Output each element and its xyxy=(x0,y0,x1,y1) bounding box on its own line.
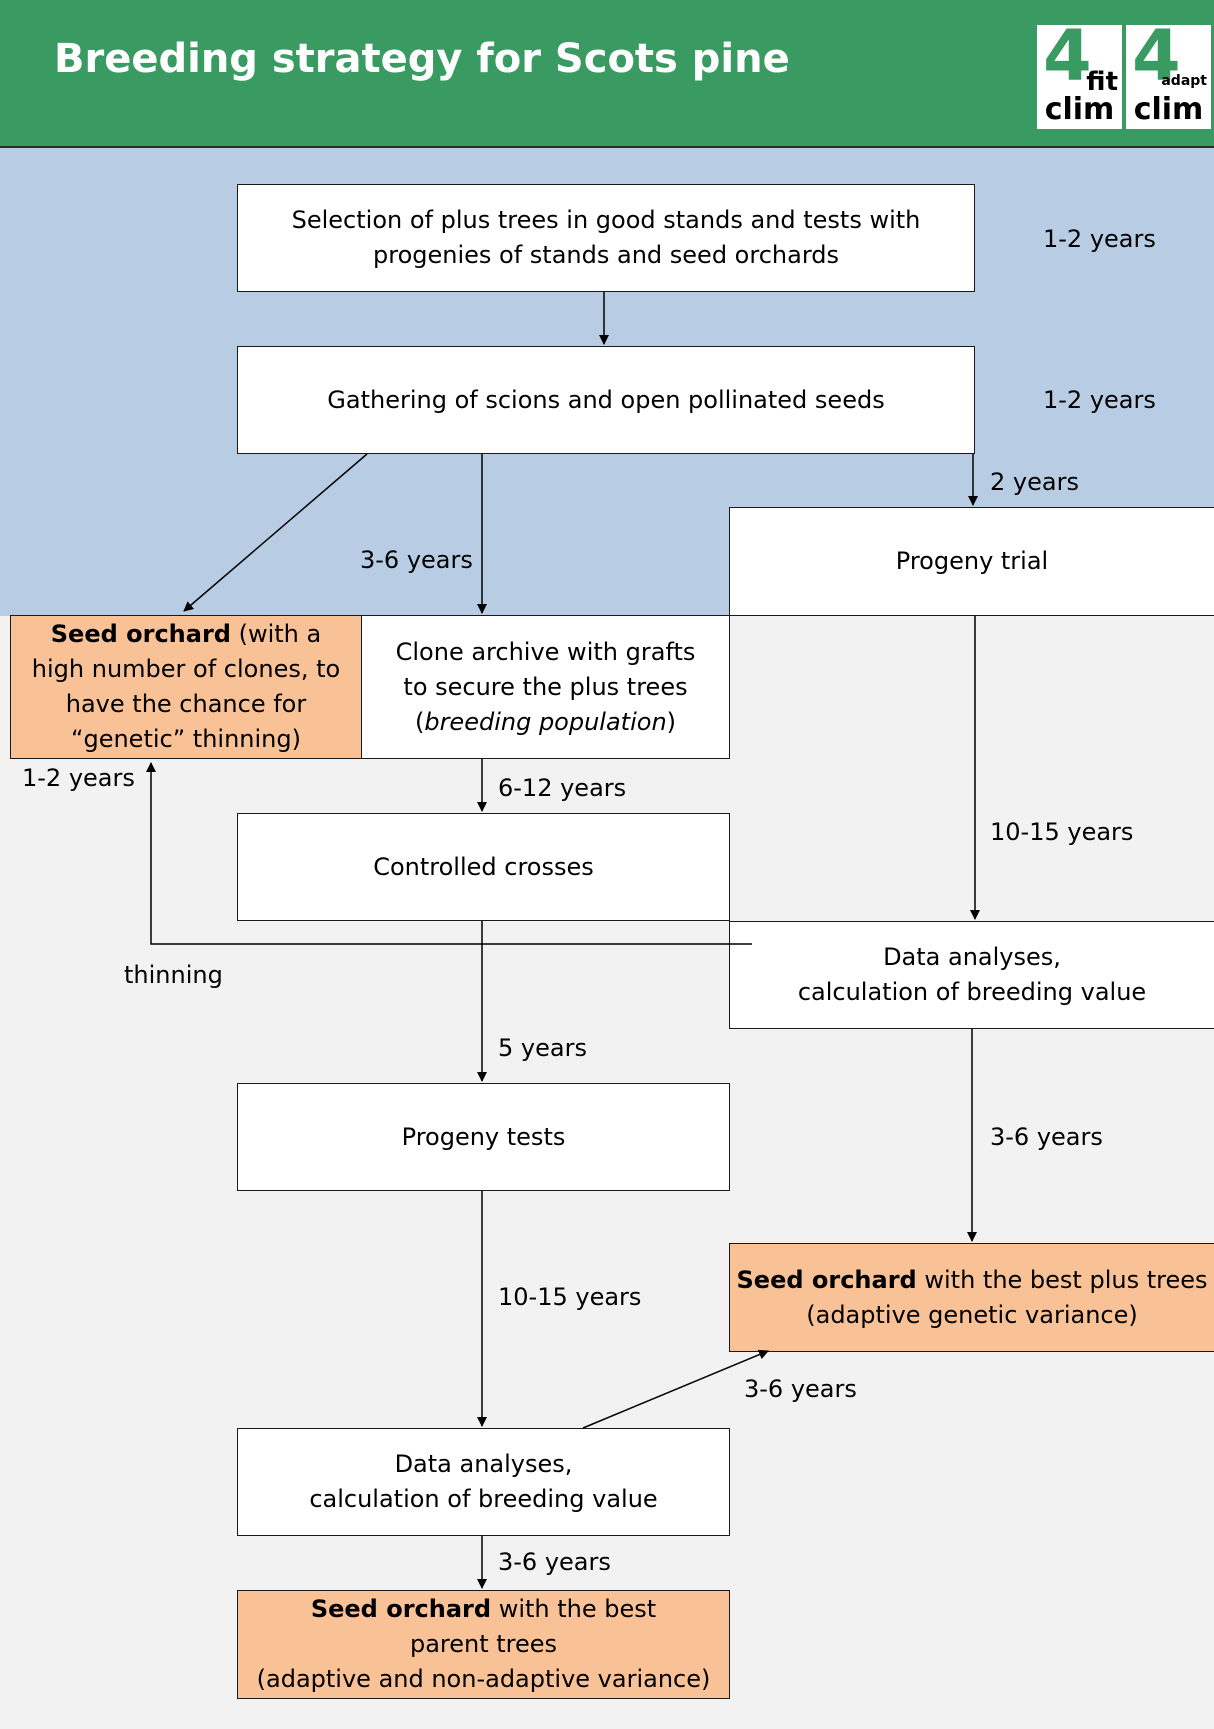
seed-orchard-plus-box: Seed orchard with the best plus trees (a… xyxy=(729,1243,1214,1352)
seed-orchard-parent-line2: parent trees xyxy=(409,1630,558,1658)
arrow-data-analyses-to-seed-orchard-plus-diag xyxy=(582,1349,769,1429)
seed-orchard-plus-line2: (adaptive genetic variance) xyxy=(806,1300,1138,1329)
seed-orchard-parent-line3: (adaptive and non-adaptive variance) xyxy=(256,1665,711,1693)
duration-to-seed-orchard-high: 1-2 years xyxy=(22,764,135,792)
duration-to-data-analyses-right: 10-15 years xyxy=(990,818,1134,846)
duration-to-data-analyses-bottom: 10-15 years xyxy=(498,1283,642,1311)
duration-to-seed-orchard-plus-right: 3-6 years xyxy=(990,1123,1103,1151)
selection-text: Selection of plus trees in good stands a… xyxy=(291,206,921,269)
arrow-gathering-to-seed-orchard-high xyxy=(183,453,368,612)
arrow-thinning-to-seed-orchard-high xyxy=(146,762,752,945)
seed-orchard-high-box: Seed orchard (with a high number of clon… xyxy=(10,615,362,759)
seed-orchard-high-text: Seed orchard (with a high number of clon… xyxy=(31,620,341,753)
duration-to-seed-orchard-plus-diag: 3-6 years xyxy=(744,1375,857,1403)
fitclim-logo: 4 fit clim xyxy=(1037,21,1122,129)
selection-box: Selection of plus trees in good stands a… xyxy=(237,184,975,292)
seed-orchard-plus-line1: Seed orchard with the best plus trees xyxy=(736,1265,1208,1294)
data-analyses-bottom-box: Data analyses, calculation of breeding v… xyxy=(237,1428,730,1536)
clone-archive-text: Clone archive with grafts to secure the … xyxy=(395,637,696,736)
duration-gathering: 1-2 years xyxy=(1043,386,1156,414)
data-analyses-bottom-line2: calculation of breeding value xyxy=(309,1485,658,1513)
controlled-crosses-box: Controlled crosses xyxy=(237,813,730,921)
controlled-crosses-text: Controlled crosses xyxy=(373,852,594,881)
duration-selection: 1-2 years xyxy=(1043,225,1156,253)
data-analyses-right-line1: Data analyses, xyxy=(883,943,1061,971)
progeny-tests-box: Progeny tests xyxy=(237,1083,730,1191)
data-analyses-right-line2: calculation of breeding value xyxy=(797,978,1147,1006)
seed-orchard-parent-line1: Seed orchard with the best xyxy=(310,1595,657,1623)
duration-to-progeny-tests: 5 years xyxy=(498,1034,587,1062)
page-title: Breeding strategy for Scots pine xyxy=(54,36,790,82)
duration-to-clone-archive: 3-6 years xyxy=(360,546,473,574)
duration-to-progeny-trial: 2 years xyxy=(990,468,1079,496)
seed-orchard-parent-box: Seed orchard with the best parent trees … xyxy=(237,1590,730,1699)
progeny-tests-text: Progeny tests xyxy=(401,1122,566,1151)
progeny-trial-text: Progeny trial xyxy=(895,547,1049,575)
data-analyses-bottom-line1: Data analyses, xyxy=(394,1450,573,1478)
duration-to-seed-orchard-parent: 3-6 years xyxy=(498,1548,611,1576)
gathering-text: Gathering of scions and open pollinated … xyxy=(327,385,885,414)
progeny-trial-box: Progeny trial xyxy=(729,507,1214,616)
adaptclim-logo: 4 adapt clim xyxy=(1126,21,1211,129)
header-bar: Breeding strategy for Scots pine 4 fit c… xyxy=(0,0,1214,148)
data-analyses-right-box: Data analyses, calculation of breeding v… xyxy=(729,921,1214,1029)
thinning-label: thinning xyxy=(124,961,223,989)
clone-archive-box: Clone archive with grafts to secure the … xyxy=(361,615,730,759)
gathering-box: Gathering of scions and open pollinated … xyxy=(237,346,975,454)
duration-to-controlled-crosses: 6-12 years xyxy=(498,774,627,802)
